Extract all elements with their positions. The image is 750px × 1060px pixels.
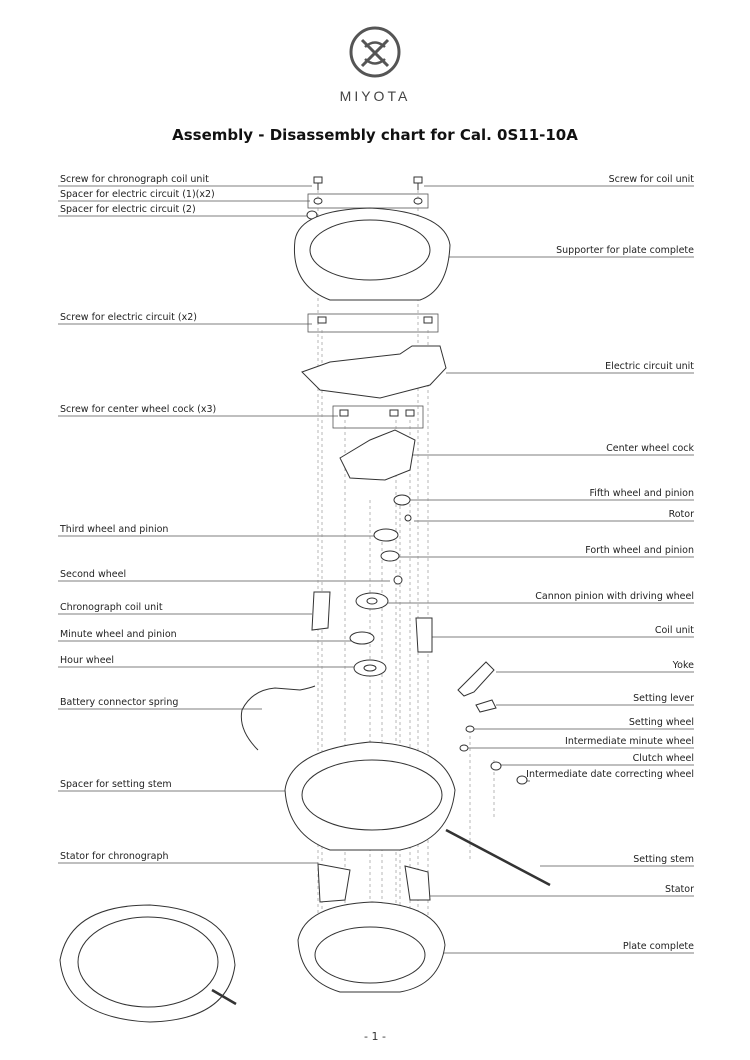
label-third-wheel-and-pinion: Third wheel and pinion (60, 524, 169, 535)
label-battery-connector-spring: Battery connector spring (60, 697, 179, 708)
label-stator: Stator (664, 884, 694, 895)
miyota-logo-icon (349, 26, 401, 78)
label-cannon-pinion-driving-wheel: Cannon pinion with driving wheel (535, 591, 694, 602)
label-screw-center-wheel-cock: Screw for center wheel cock (x3) (60, 404, 217, 415)
label-minute-wheel-and-pinion: Minute wheel and pinion (60, 629, 177, 640)
label-yoke: Yoke (672, 660, 694, 671)
label-screw-electric-circuit: Screw for electric circuit (x2) (60, 312, 197, 323)
label-intermediate-date-correcting-wheel: Intermediate date correcting wheel (526, 769, 694, 780)
label-stator-chronograph: Stator for chronograph (60, 851, 169, 862)
label-setting-lever: Setting lever (633, 693, 694, 704)
label-chronograph-coil-unit: Chronograph coil unit (60, 602, 163, 613)
label-setting-wheel: Setting wheel (628, 717, 694, 728)
label-plate-complete: Plate complete (622, 941, 694, 952)
label-center-wheel-cock: Center wheel cock (606, 443, 694, 454)
page-number: - 1 - (364, 1030, 386, 1043)
label-setting-stem: Setting stem (633, 854, 694, 865)
label-clutch-wheel: Clutch wheel (632, 753, 694, 764)
label-screw-chronograph-coil-unit: Screw for chronograph coil unit (60, 174, 209, 185)
label-second-wheel: Second wheel (60, 569, 127, 580)
label-supporter-plate-complete: Supporter for plate complete (556, 245, 694, 256)
label-screw-coil-unit: Screw for coil unit (608, 174, 694, 185)
label-coil-unit: Coil unit (654, 625, 694, 636)
page-title: Assembly - Disassembly chart for Cal. 0S… (172, 126, 578, 144)
label-spacer-electric-circuit-2: Spacer for electric circuit (2) (60, 204, 196, 215)
label-fifth-wheel-and-pinion: Fifth wheel and pinion (589, 488, 694, 499)
label-intermediate-minute-wheel: Intermediate minute wheel (565, 736, 694, 747)
label-rotor: Rotor (668, 509, 694, 520)
brand-name: MIYOTA (339, 88, 411, 104)
label-electric-circuit-unit: Electric circuit unit (605, 361, 694, 372)
label-spacer-setting-stem: Spacer for setting stem (60, 779, 172, 790)
label-hour-wheel: Hour wheel (60, 655, 115, 666)
label-forth-wheel-and-pinion: Forth wheel and pinion (585, 545, 694, 556)
label-spacer-electric-circuit-1: Spacer for electric circuit (1)(x2) (60, 189, 215, 200)
